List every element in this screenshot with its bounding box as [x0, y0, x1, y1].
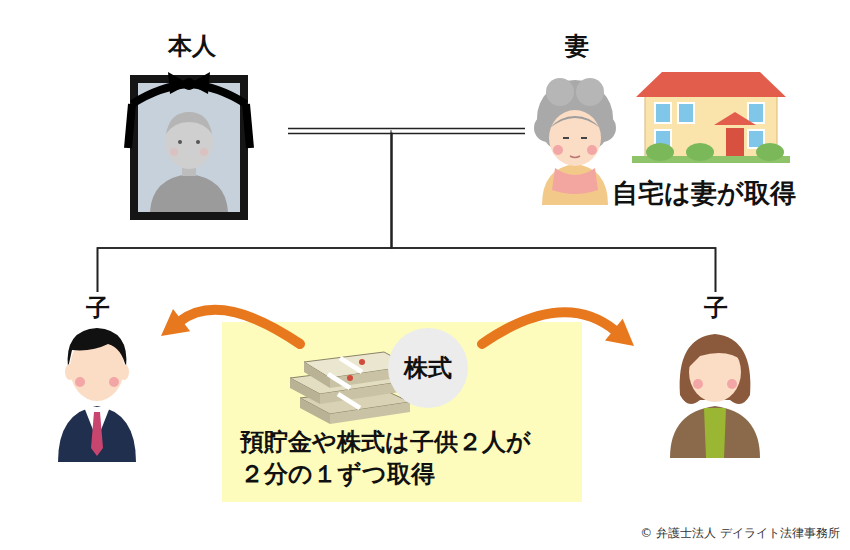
daughter-figure [670, 334, 760, 458]
person-node: 妻自宅は妻が取得 [525, 30, 817, 216]
person-node: 本人 [125, 30, 258, 222]
wife-figure [534, 78, 616, 205]
descent-line [98, 130, 526, 293]
node-text: 預貯金や株式は子供２人が ２分の１ずつ取得 [240, 426, 552, 491]
asset-circle: 株式 [388, 328, 468, 408]
descent-line [98, 130, 392, 293]
node-text: 自宅は妻が取得 [612, 178, 796, 209]
copyright-note: © 弁護士法人 デイライト法律事務所 [640, 525, 840, 542]
house [632, 72, 790, 163]
estate-panel [222, 322, 582, 502]
node-text: 株式 [404, 354, 452, 383]
portrait [128, 72, 250, 220]
descent-line [392, 130, 716, 293]
estate-box: 預貯金や株式は子供２人が ２分の１ずつ取得 株式 [222, 322, 582, 502]
marriage-line [288, 129, 525, 134]
person-node: 子 [50, 292, 145, 467]
node-text: 子 [704, 294, 728, 323]
son-figure [58, 328, 136, 462]
descent-line [288, 130, 716, 293]
transfer-arrow [482, 312, 634, 346]
node-heading: 妻 [565, 32, 589, 61]
transfer-arrow [161, 309, 300, 344]
node-text: 本人 [168, 32, 216, 61]
person-node: 子 [668, 292, 763, 462]
node-text: 子 [86, 294, 110, 323]
